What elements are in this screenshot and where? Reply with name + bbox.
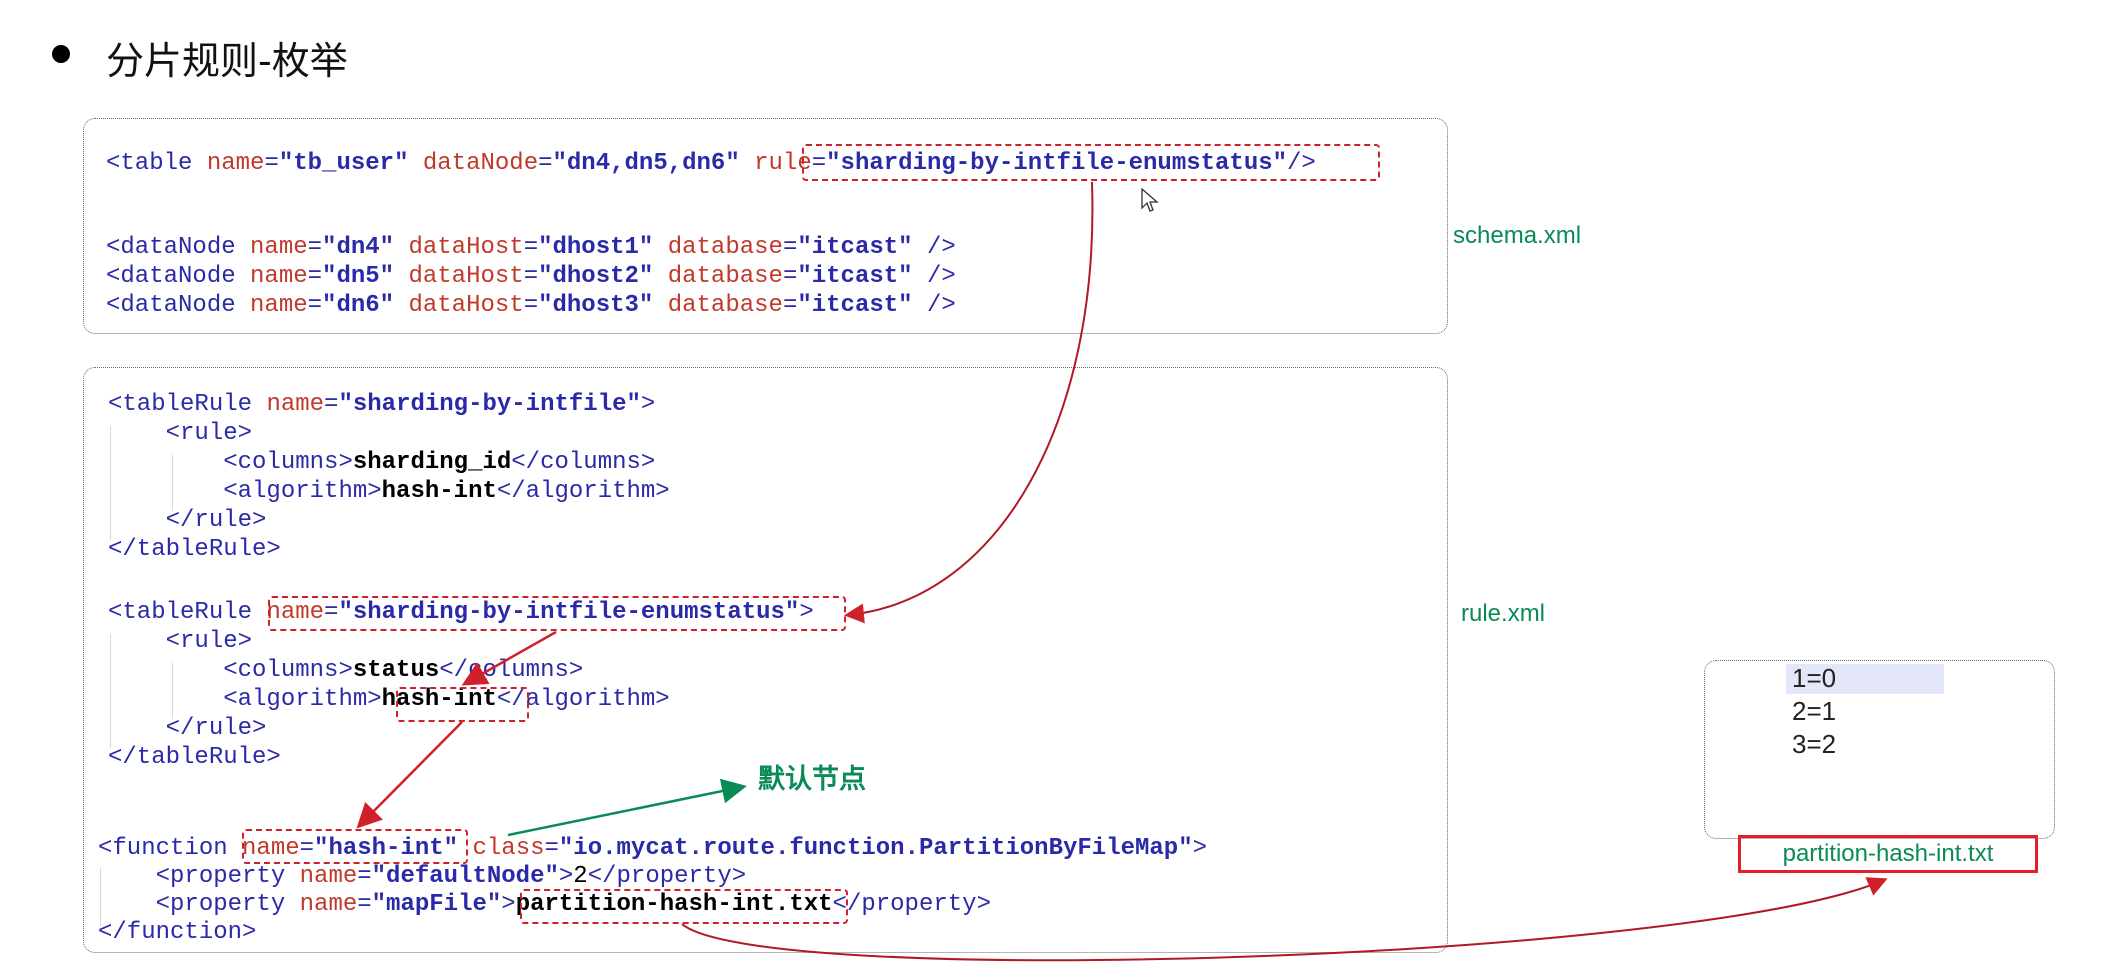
rule-attr-highlight	[802, 144, 1380, 181]
tablerule-2: <tableRule name="sharding-by-intfile-enu…	[108, 599, 814, 771]
map-line: 3=2	[1792, 729, 1837, 759]
rule-file-label: rule.xml	[1461, 600, 1546, 627]
arrow-rule-to-tablerule	[844, 181, 1094, 624]
arrow-algorithm-to-function	[356, 721, 463, 829]
schema-code-box	[83, 118, 1448, 334]
function-block: <function name="hash-int" class="io.myca…	[98, 835, 1208, 946]
function-name-highlight	[242, 829, 468, 864]
selection-highlight	[1786, 664, 1944, 694]
default-node-label: 默认节点	[758, 764, 866, 795]
mapfile-file-label: partition-hash-int.txt	[1738, 835, 2038, 873]
indent-guide	[110, 426, 111, 540]
indent-guide	[100, 868, 101, 926]
map-line: 1=0	[1792, 663, 1837, 693]
arrow-mapfile-to-txt	[681, 877, 1888, 962]
schema-file-label: schema.xml	[1453, 222, 1582, 249]
indent-guide	[110, 634, 111, 748]
datanode-line: <dataNode name="dn4" dataHost="dhost1" d…	[106, 234, 956, 261]
arrow-tablerule-to-algorithm	[461, 630, 557, 686]
tablerule-1: <tableRule name="sharding-by-intfile"> <…	[108, 391, 670, 563]
mapfile-box	[1704, 660, 2055, 839]
map-line: 2=1	[1792, 696, 1837, 726]
rule-code-box	[83, 367, 1448, 953]
algorithm-highlight	[396, 687, 529, 722]
datanode-line: <dataNode name="dn6" dataHost="dhost3" d…	[106, 292, 956, 319]
indent-guide	[172, 663, 173, 719]
schema-table-line: <table name="tb_user" dataNode="dn4,dn5,…	[106, 150, 1316, 177]
datanode-line: <dataNode name="dn5" dataHost="dhost2" d…	[106, 263, 956, 290]
mapfile-highlight	[520, 889, 848, 924]
indent-guide	[172, 455, 173, 511]
bullet-icon	[52, 45, 70, 63]
page-title: 分片规则-枚举	[106, 39, 348, 83]
arrow-default-node	[507, 778, 747, 837]
mouse-cursor-icon	[1141, 188, 1159, 212]
